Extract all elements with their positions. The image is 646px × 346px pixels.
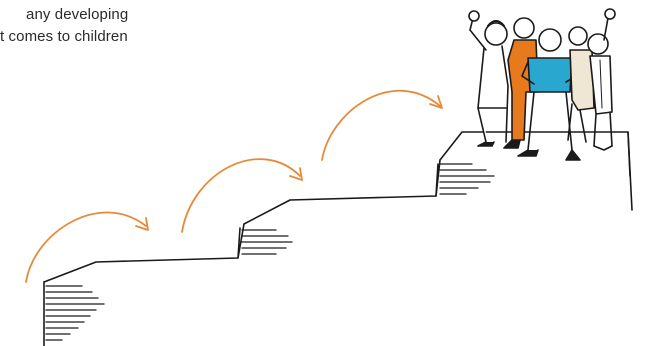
step-1-hatching — [46, 286, 104, 340]
figure-1 — [469, 11, 508, 146]
step-2-hatching — [242, 230, 292, 254]
arrow-2 — [182, 159, 300, 232]
step-3-front — [436, 164, 438, 196]
step-3-outline — [440, 132, 632, 210]
step-1-outline — [44, 224, 244, 282]
figure-5 — [588, 9, 615, 150]
figure-group — [469, 9, 615, 160]
step-3-hatching — [440, 164, 494, 194]
arrow-1 — [26, 213, 146, 282]
staircase — [44, 132, 632, 346]
step-2-outline — [244, 160, 440, 224]
step-2-front — [238, 228, 240, 258]
platform-right-edge — [628, 132, 630, 176]
arrow-3 — [322, 91, 440, 160]
progress-arrows — [26, 91, 442, 282]
